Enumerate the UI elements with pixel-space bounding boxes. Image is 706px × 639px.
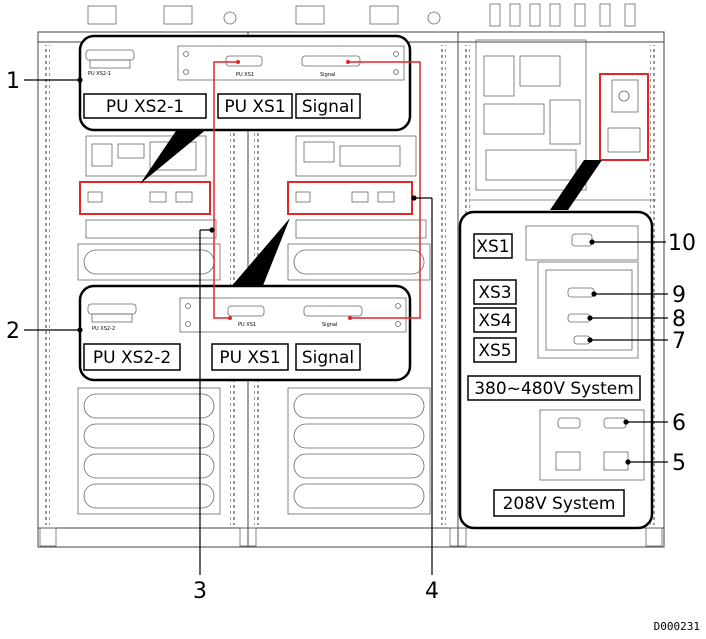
callout-8: 8 bbox=[672, 307, 686, 332]
callout-6: 6 bbox=[672, 411, 686, 436]
highlight-slot-right bbox=[287, 181, 413, 215]
callout-10: 10 bbox=[668, 231, 696, 256]
pointer-wedge-top bbox=[140, 128, 208, 184]
pointer-wedge-right bbox=[550, 160, 602, 210]
panel-power-distribution: XS1 XS3 XS4 XS5 380~480V System 208V Sys… bbox=[458, 210, 654, 530]
callout-2: 2 bbox=[6, 319, 20, 344]
label-pu-xs2-2: PU XS2-2 bbox=[93, 348, 171, 368]
callout-5: 5 bbox=[672, 451, 686, 476]
svg-text:PU XS1: PU XS1 bbox=[236, 72, 254, 78]
svg-text:Signal: Signal bbox=[320, 72, 335, 78]
drawing-code: D000231 bbox=[654, 620, 700, 633]
pointer-wedge-middle bbox=[230, 218, 290, 288]
label-380-480v-system: 380~480V System bbox=[474, 379, 634, 399]
callout-9: 9 bbox=[672, 283, 686, 308]
svg-text:Signal: Signal bbox=[322, 322, 337, 328]
label-xs1: XS1 bbox=[476, 237, 509, 257]
label-signal-bottom: Signal bbox=[302, 348, 354, 368]
callout-4: 4 bbox=[425, 579, 439, 604]
label-xs3: XS3 bbox=[478, 283, 511, 303]
highlight-rectifier bbox=[599, 73, 649, 161]
callout-leaders bbox=[24, 77, 668, 575]
label-pu-xs2-1: PU XS2-1 bbox=[106, 97, 184, 117]
svg-text:PU XS2-1: PU XS2-1 bbox=[88, 71, 111, 77]
svg-text:PU XS2-2: PU XS2-2 bbox=[92, 326, 115, 332]
callout-1: 1 bbox=[6, 69, 20, 94]
label-pu-xs1-top: PU XS1 bbox=[224, 97, 285, 117]
label-xs5: XS5 bbox=[478, 341, 511, 361]
label-pu-xs1-bottom: PU XS1 bbox=[219, 348, 280, 368]
panel-pu-xs2-2: PU XS2-2 PU XS1 Signal PU XS2-2 PU XS1 S… bbox=[78, 284, 412, 382]
panel-pu-xs2-1: PU XS2-1 PU XS1 Signal PU XS2-1 PU XS1 S… bbox=[78, 34, 412, 132]
highlight-markers bbox=[79, 73, 649, 215]
highlight-slot-left bbox=[79, 181, 211, 215]
label-signal-top: Signal bbox=[302, 97, 354, 117]
callout-7: 7 bbox=[672, 329, 686, 354]
label-xs4: XS4 bbox=[478, 311, 511, 331]
label-208v-system: 208V System bbox=[503, 494, 616, 514]
callout-3: 3 bbox=[193, 579, 207, 604]
connection-lines bbox=[213, 60, 421, 320]
svg-text:PU XS1: PU XS1 bbox=[238, 322, 256, 328]
